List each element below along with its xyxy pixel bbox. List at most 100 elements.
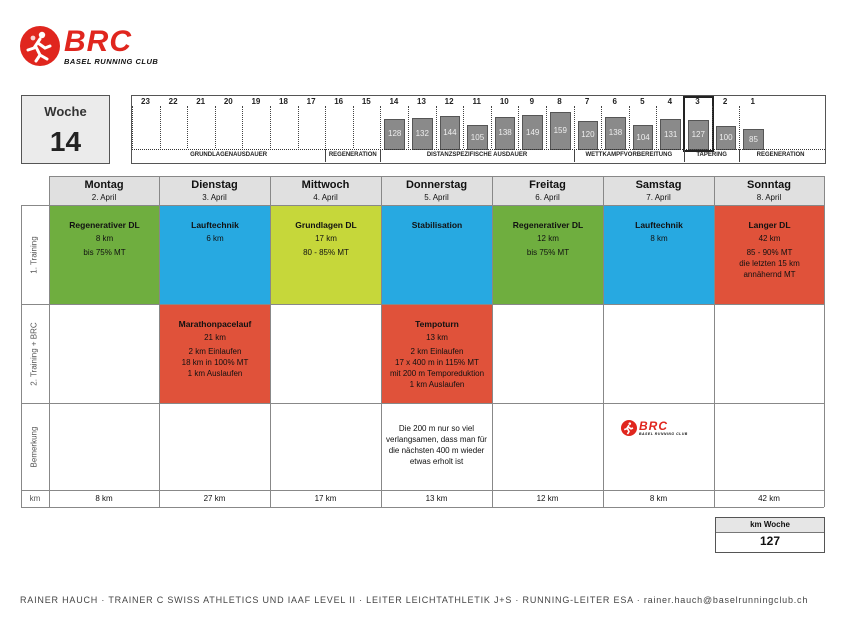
grid-line xyxy=(21,205,22,507)
week-number-label: 15 xyxy=(361,97,371,106)
week-number-label: 12 xyxy=(444,97,454,106)
grid-line xyxy=(714,176,715,507)
training-detail: bis 75% MT xyxy=(526,248,570,257)
training-detail: 21 km xyxy=(204,333,226,342)
day-date: 7. April xyxy=(646,193,671,202)
week-box: Woche 14 xyxy=(21,95,110,164)
training-title: Langer DL xyxy=(748,220,791,230)
training-detail: 85 - 90% MT xyxy=(746,248,793,257)
km-bar: 149 xyxy=(522,114,543,150)
grid-line xyxy=(21,403,824,404)
training-detail: 17 km xyxy=(315,234,337,243)
training-title: Stabilisation xyxy=(411,220,463,230)
logo-brand: BRC xyxy=(639,419,668,433)
phase-label: DISTANZSPEZIFISCHE AUSDAUER xyxy=(426,152,528,158)
week-column-divider xyxy=(573,106,575,148)
day-name: Freitag xyxy=(529,179,566,191)
week-column-divider xyxy=(187,106,189,148)
week-number-label: 21 xyxy=(196,97,206,106)
training-title: Tempoturn xyxy=(415,319,459,329)
grid-line xyxy=(21,507,824,508)
day-name: Montag xyxy=(84,179,124,191)
training-detail: annähernd MT xyxy=(743,270,796,279)
training-detail: mit 200 m Temporeduktion xyxy=(389,369,485,378)
training-detail: 1 km Auslaufen xyxy=(409,380,465,389)
runner-icon xyxy=(621,420,637,436)
day-date: 8. April xyxy=(756,193,782,202)
grid-line xyxy=(492,176,493,507)
week-number-label: 16 xyxy=(334,97,344,106)
km-bar: 104 xyxy=(632,124,654,150)
brc-logo: BRC BASEL RUNNING CLUB xyxy=(20,26,158,66)
row-label: 2. Training + BRC xyxy=(29,321,38,386)
day-date: 5. April xyxy=(424,193,449,202)
grid-line xyxy=(381,176,382,507)
remark-line: Die 200 m nur so viel xyxy=(398,424,475,433)
week-label: Woche xyxy=(44,104,87,119)
training-block: Lauftechnik 8 km xyxy=(604,206,714,304)
training-title: Regenerativer DL xyxy=(69,220,140,230)
training-detail: 8 km xyxy=(650,234,668,243)
row-label: Bemerkung xyxy=(29,426,38,467)
training-title: Lauftechnik xyxy=(635,220,683,230)
grid-line xyxy=(270,176,271,507)
km-bar: 159 xyxy=(550,112,571,150)
row-label-km: km xyxy=(29,494,41,503)
week-number-label: 6 xyxy=(612,97,617,106)
week-column-divider xyxy=(132,106,133,148)
remark-line: verlangsamen, dass man für xyxy=(386,435,487,444)
runner-icon xyxy=(20,26,60,66)
week-column-divider xyxy=(739,106,741,148)
training-title: Regenerativer DL xyxy=(512,220,584,230)
km-bar: 128 xyxy=(384,119,405,150)
day-date: 2. April xyxy=(91,193,117,202)
week-column-divider xyxy=(546,106,547,148)
day-name: Mittwoch xyxy=(301,179,350,191)
week-column-divider xyxy=(435,106,437,148)
week-number-label: 17 xyxy=(306,97,316,106)
week-number-label: 14 xyxy=(389,97,399,106)
phase-separator xyxy=(573,149,575,162)
week-column-divider xyxy=(159,106,161,148)
phase-separator xyxy=(325,149,327,162)
week-number-label: 7 xyxy=(584,97,590,106)
week-column-divider xyxy=(214,106,216,148)
training-block: Stabilisation xyxy=(382,206,492,304)
grid-line xyxy=(824,176,825,507)
training-detail: die letzten 15 km xyxy=(739,259,800,268)
training-detail: 12 km xyxy=(537,234,559,243)
km-bar: 138 xyxy=(605,117,626,150)
row-label: 1. Training xyxy=(29,235,38,274)
week-number-label: 8 xyxy=(557,97,562,106)
training-detail: 80 - 85% MT xyxy=(303,248,349,257)
week-number-label: 13 xyxy=(417,97,426,106)
phase-label: REGENERATION xyxy=(756,152,805,158)
training-detail: 42 km xyxy=(758,234,781,243)
current-week-marker xyxy=(683,96,714,152)
remark-line: etwas erholt ist xyxy=(409,457,464,466)
km-bar: 144 xyxy=(439,115,461,150)
day-km: 42 km xyxy=(758,494,780,503)
week-column-divider xyxy=(380,106,382,148)
week-number-label: 9 xyxy=(529,97,535,106)
week-number-label: 4 xyxy=(667,97,673,106)
remark-text: Die 200 m nur so viel verlangsamen, dass … xyxy=(381,423,492,467)
day-name: Donnerstag xyxy=(405,179,468,191)
training-title: Marathonpacelauf xyxy=(178,319,252,329)
week-number: 14 xyxy=(49,126,82,157)
day-km: 27 km xyxy=(203,494,226,503)
week-number-label: 23 xyxy=(141,97,150,106)
logo-subtitle: BASEL RUNNING CLUB xyxy=(639,432,688,436)
week-column-divider xyxy=(270,106,271,148)
training-title: Lauftechnik xyxy=(191,220,239,230)
